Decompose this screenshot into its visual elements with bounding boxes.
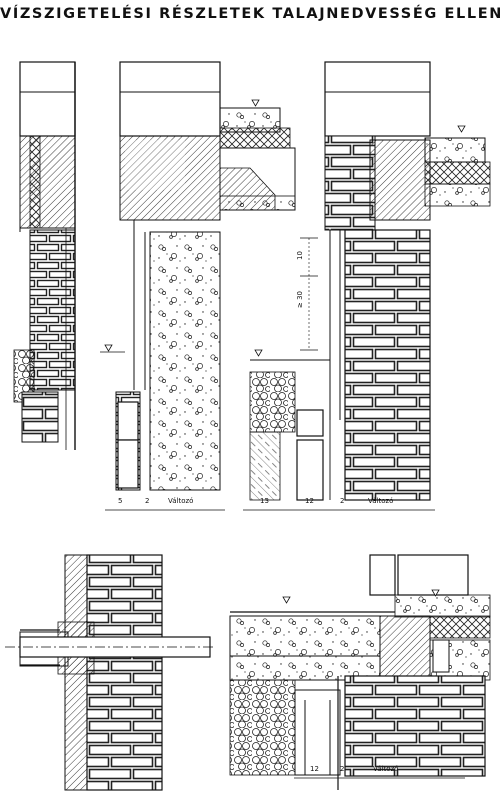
detail-4-pipe-penetration bbox=[5, 554, 215, 791]
dimension-lines bbox=[105, 509, 465, 779]
detail-5-dim-label: Változó bbox=[373, 765, 398, 773]
detail-2-dim-label: 13 bbox=[260, 497, 269, 505]
detail-5-dim-label: 2 bbox=[340, 765, 344, 773]
detail-1-dim-label: 2 bbox=[145, 497, 149, 505]
detail-1-dim-label: 5 bbox=[118, 497, 122, 505]
detail-2-vertical-dim-label: 10 bbox=[296, 251, 304, 260]
detail-5-dim-label: 12 bbox=[310, 765, 319, 773]
detail-2-dim-label: Változó bbox=[368, 497, 393, 505]
detail-2-dim-label: 12 bbox=[305, 497, 314, 505]
detail-1-dim-label: Változó bbox=[168, 497, 193, 505]
drawing-title: VÍZSZIGETELÉSI RÉSZLETEK TALAJNEDVESSÉG … bbox=[0, 6, 500, 22]
detail-5-floor-junction bbox=[229, 554, 491, 790]
detail-1-wall-base bbox=[13, 61, 76, 450]
detail-3-plinth-wall bbox=[249, 61, 491, 501]
detail-2-basement-slab bbox=[100, 61, 296, 491]
detail-2-dim-label: 2 bbox=[340, 497, 344, 505]
detail-2-vertical-dim-label: ≥ 30 bbox=[296, 291, 304, 308]
